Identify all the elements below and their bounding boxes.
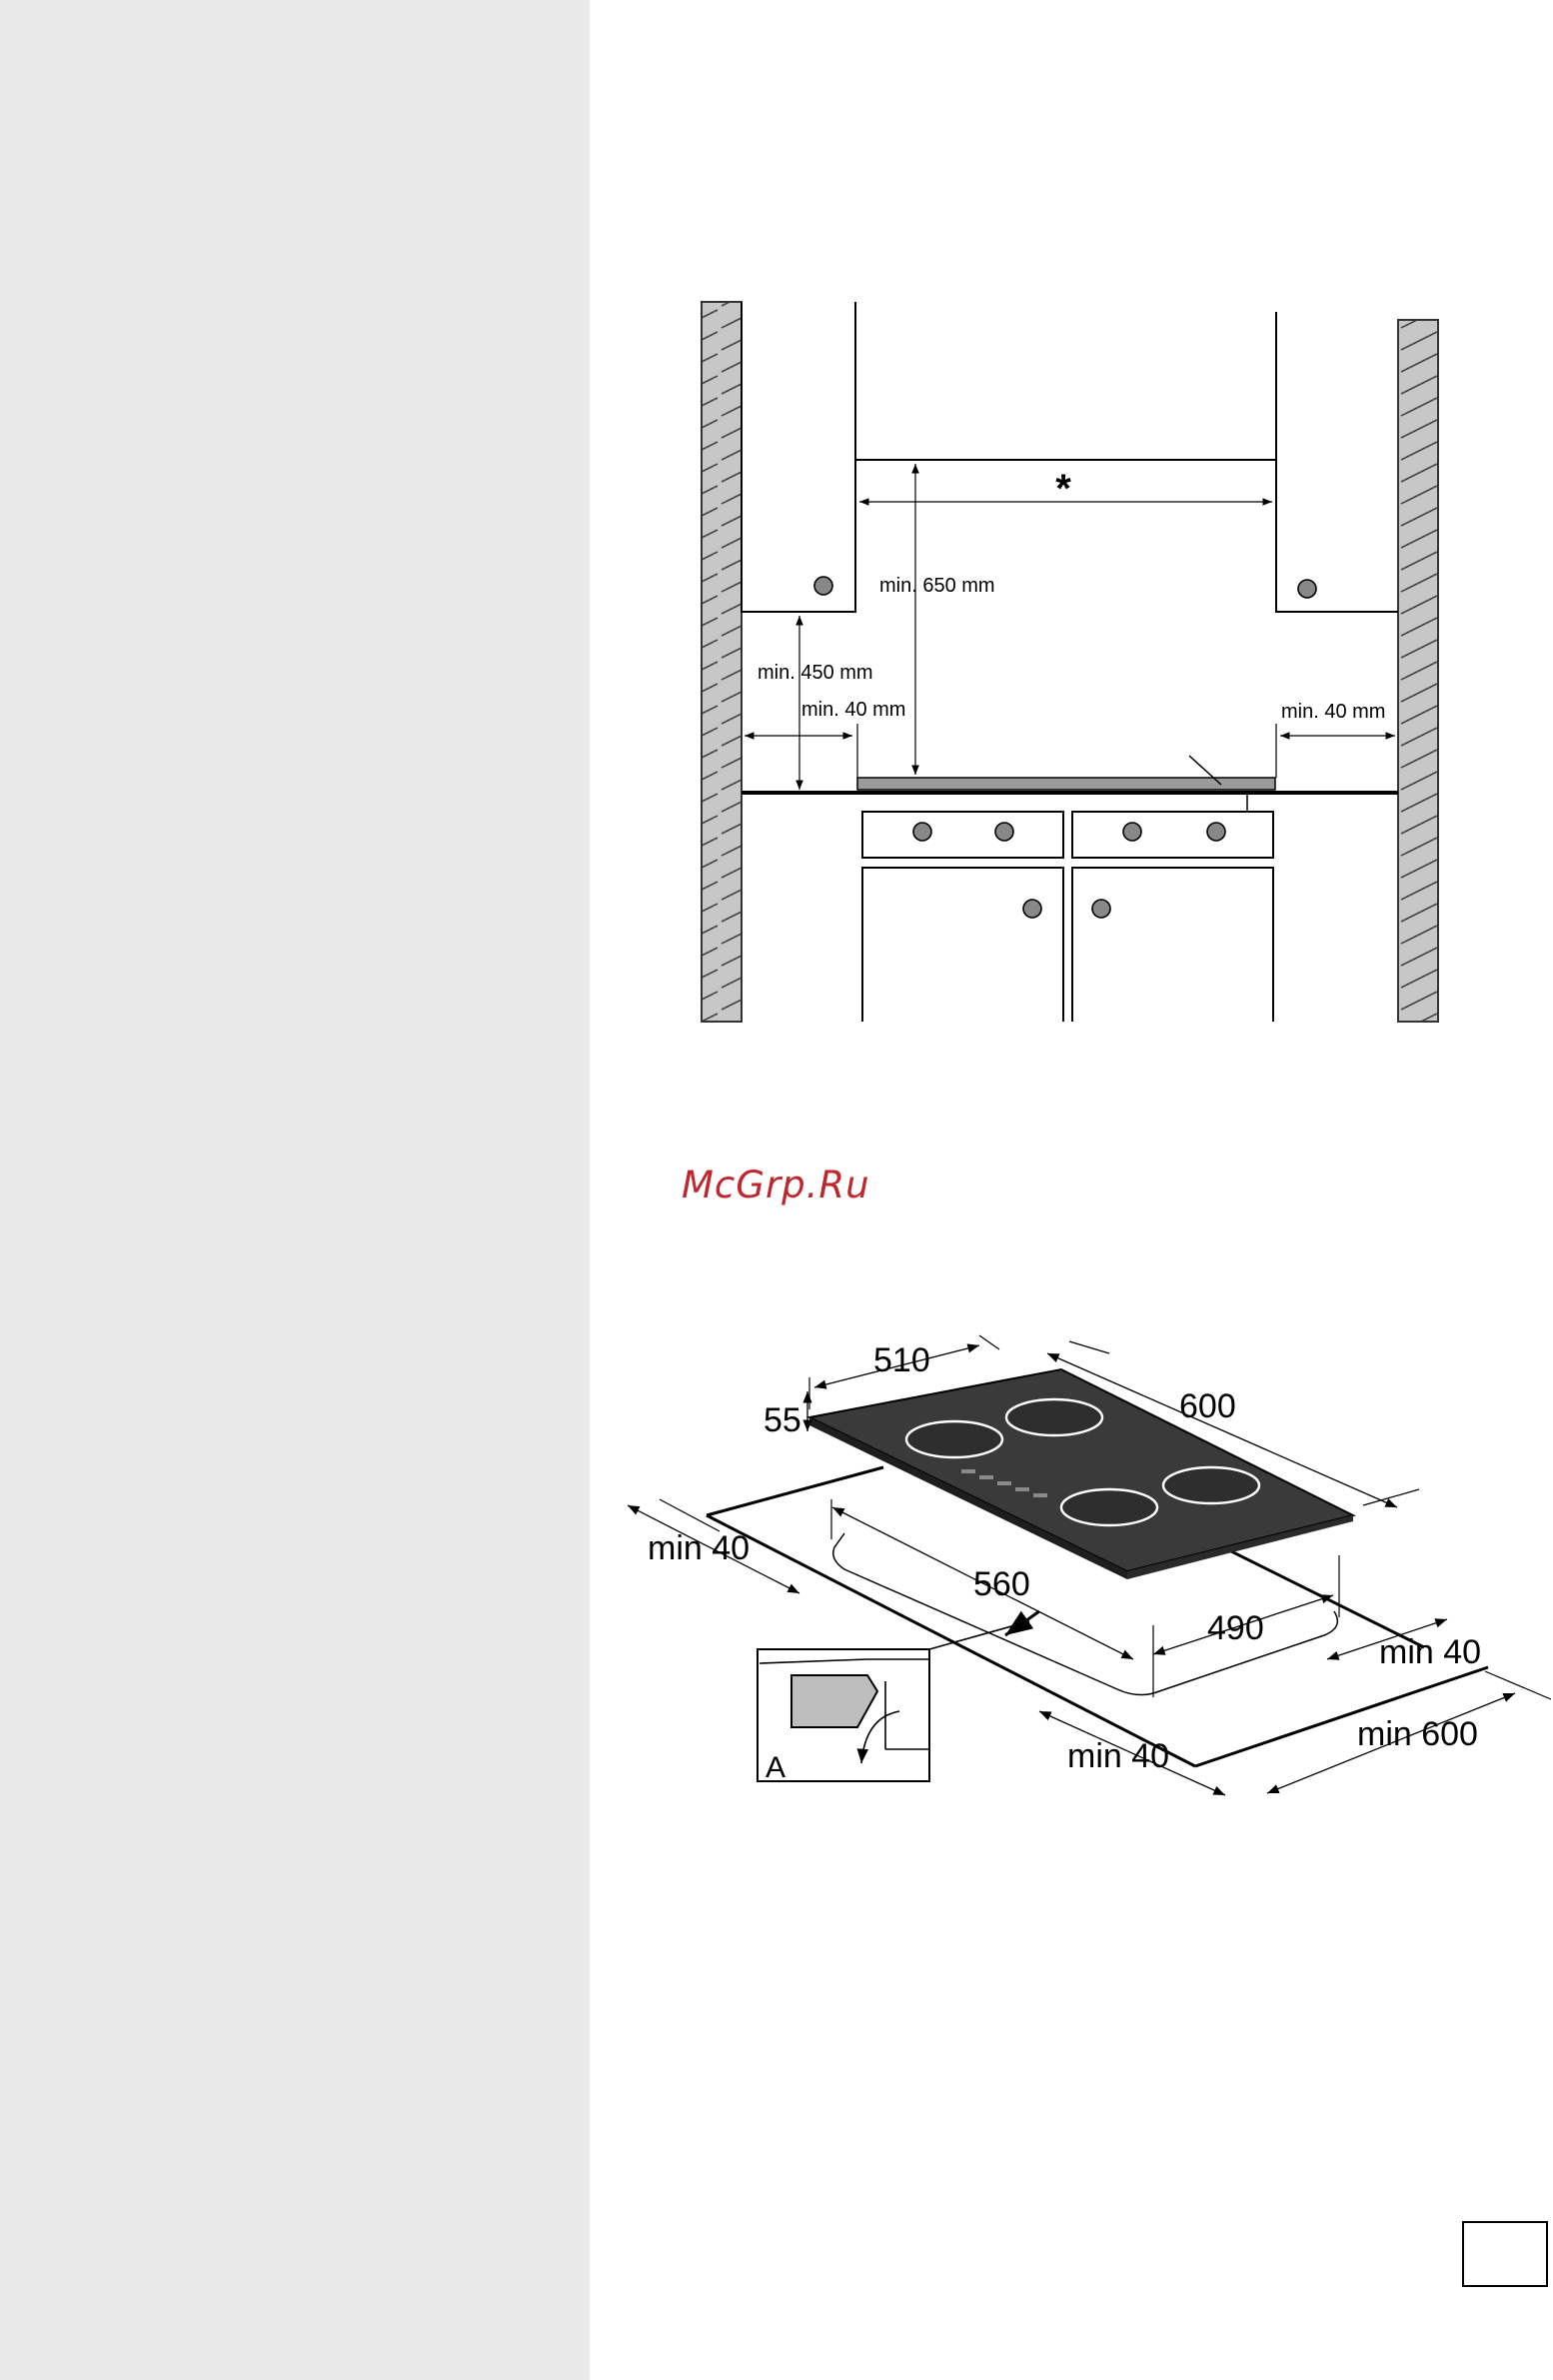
left-upper-cabinet — [742, 302, 855, 612]
drawer-knob — [1207, 823, 1225, 841]
hood-outline — [855, 302, 1276, 460]
dim-tick — [1069, 1341, 1109, 1353]
detail-a-leader — [929, 1621, 1029, 1649]
dim-490-label: 490 — [1207, 1609, 1264, 1647]
dim-55-label: 55 — [764, 1401, 801, 1439]
dim-min40-left-label: min 40 — [648, 1529, 750, 1567]
door-left — [862, 868, 1063, 1022]
dim-560-label: 560 — [973, 1565, 1030, 1603]
cooking-zone — [1006, 1399, 1102, 1435]
dim-600-label: 600 — [1179, 1387, 1236, 1425]
dim-tick — [1363, 1489, 1419, 1505]
right-upper-cabinet — [1276, 312, 1398, 612]
watermark: McGrp.Ru — [682, 1164, 870, 1206]
dim-510-label: 510 — [873, 1341, 930, 1379]
dim-min40-right-label: min 40 — [1379, 1633, 1481, 1671]
dim-star-label: * — [1055, 467, 1071, 511]
drawer-knob — [913, 823, 931, 841]
cooking-zone — [1163, 1467, 1259, 1503]
left-cabinet-knob — [814, 577, 832, 595]
cutout-diagram: A 510 55 600 min 40 560 490 min 40 min 4… — [0, 1299, 1553, 1819]
left-wall — [702, 302, 742, 1022]
door-right — [1072, 868, 1273, 1022]
right-cabinet-knob — [1298, 580, 1316, 598]
cooking-zone — [1061, 1489, 1157, 1525]
drawer-right — [1072, 812, 1273, 858]
worktop-outline — [707, 1467, 883, 1515]
page-number-box — [1462, 2221, 1548, 2287]
dim-450-label: min. 450 mm — [758, 662, 873, 684]
hob-profile — [857, 778, 1275, 790]
detail-a-label: A — [766, 1751, 785, 1784]
clearance-diagram: * min. 650 mm min. 450 mm min. 40 mm min… — [0, 0, 1553, 1040]
dim-min600-label: min 600 — [1357, 1715, 1478, 1753]
door-knob — [1023, 900, 1041, 918]
drawer-knob — [995, 823, 1013, 841]
detail-a-pointer — [1005, 1611, 1039, 1635]
dim-tick — [1485, 1671, 1551, 1699]
drawer-knob — [1123, 823, 1141, 841]
dim-tick — [979, 1335, 999, 1349]
drawer-left — [862, 812, 1063, 858]
dim-40-left-label: min. 40 mm — [801, 699, 905, 721]
right-wall — [1398, 320, 1438, 1022]
dim-650-label: min. 650 mm — [879, 575, 995, 597]
dim-min40-front-label: min 40 — [1067, 1737, 1169, 1775]
cooking-zone — [906, 1421, 1002, 1457]
door-knob — [1092, 900, 1110, 918]
dim-40-right-label: min. 40 mm — [1281, 701, 1385, 723]
